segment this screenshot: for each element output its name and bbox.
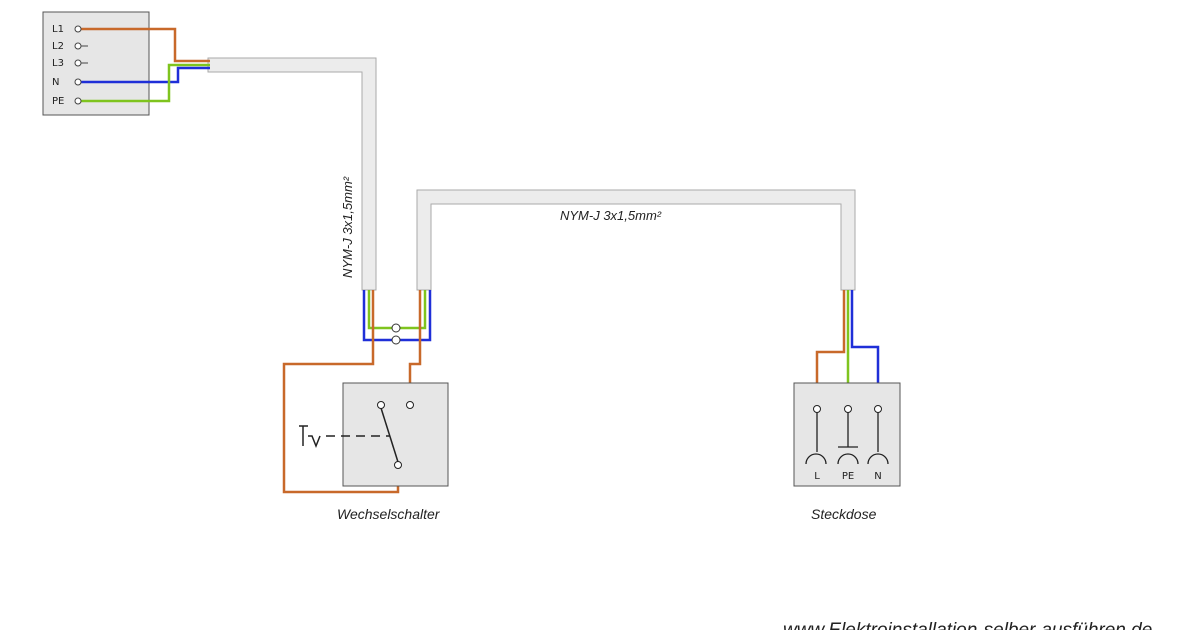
wago-clamp-earth — [391, 323, 401, 333]
terminal-label-l2: L2 — [52, 41, 64, 52]
socket-label-l: L — [814, 471, 820, 482]
distribution-box: L1 L2 L3 N PE — [42, 11, 150, 116]
socket-label-n: N — [874, 471, 881, 482]
wire-phase-feed — [78, 27, 210, 63]
cable-horizontal — [416, 189, 856, 291]
terminal-l3 — [74, 59, 82, 67]
wire-neutral-feed — [78, 66, 210, 84]
switch-caption: Wechselschalter — [337, 506, 441, 522]
switch-box — [342, 382, 449, 487]
wire-earth-feed — [78, 63, 210, 103]
socket-terminal-pe — [844, 405, 852, 413]
terminal-n — [74, 78, 82, 86]
cable-vertical — [207, 57, 377, 291]
footer-website: www.Elektroinstallation-selber-ausführen… — [783, 620, 1152, 630]
terminal-label-l3: L3 — [52, 58, 64, 69]
terminal-l1 — [74, 25, 82, 33]
cable-horizontal-label: NYM-J 3x1,5mm² — [560, 208, 662, 223]
feed-wires — [78, 27, 210, 103]
terminal-pe — [74, 97, 82, 105]
switch-actuator-symbol — [299, 425, 390, 449]
socket-box: L PE N — [793, 382, 901, 487]
socket-terminal-n — [874, 405, 882, 413]
cable-vertical-label: NYM-J 3x1,5mm² — [340, 176, 355, 278]
socket-caption: Steckdose — [811, 506, 877, 522]
switch-contact-arm — [380, 407, 399, 463]
terminal-label-n: N — [52, 77, 59, 88]
switch-terminal-common — [394, 461, 402, 469]
terminal-l2 — [74, 42, 82, 50]
socket-terminal-l — [813, 405, 821, 413]
switch-terminal-2 — [406, 401, 414, 409]
terminal-label-l1: L1 — [52, 24, 64, 35]
socket-label-pe: PE — [842, 471, 854, 482]
switch-terminal-1 — [377, 401, 385, 409]
wago-clamp-neutral — [391, 335, 401, 345]
terminal-label-pe: PE — [52, 96, 64, 107]
